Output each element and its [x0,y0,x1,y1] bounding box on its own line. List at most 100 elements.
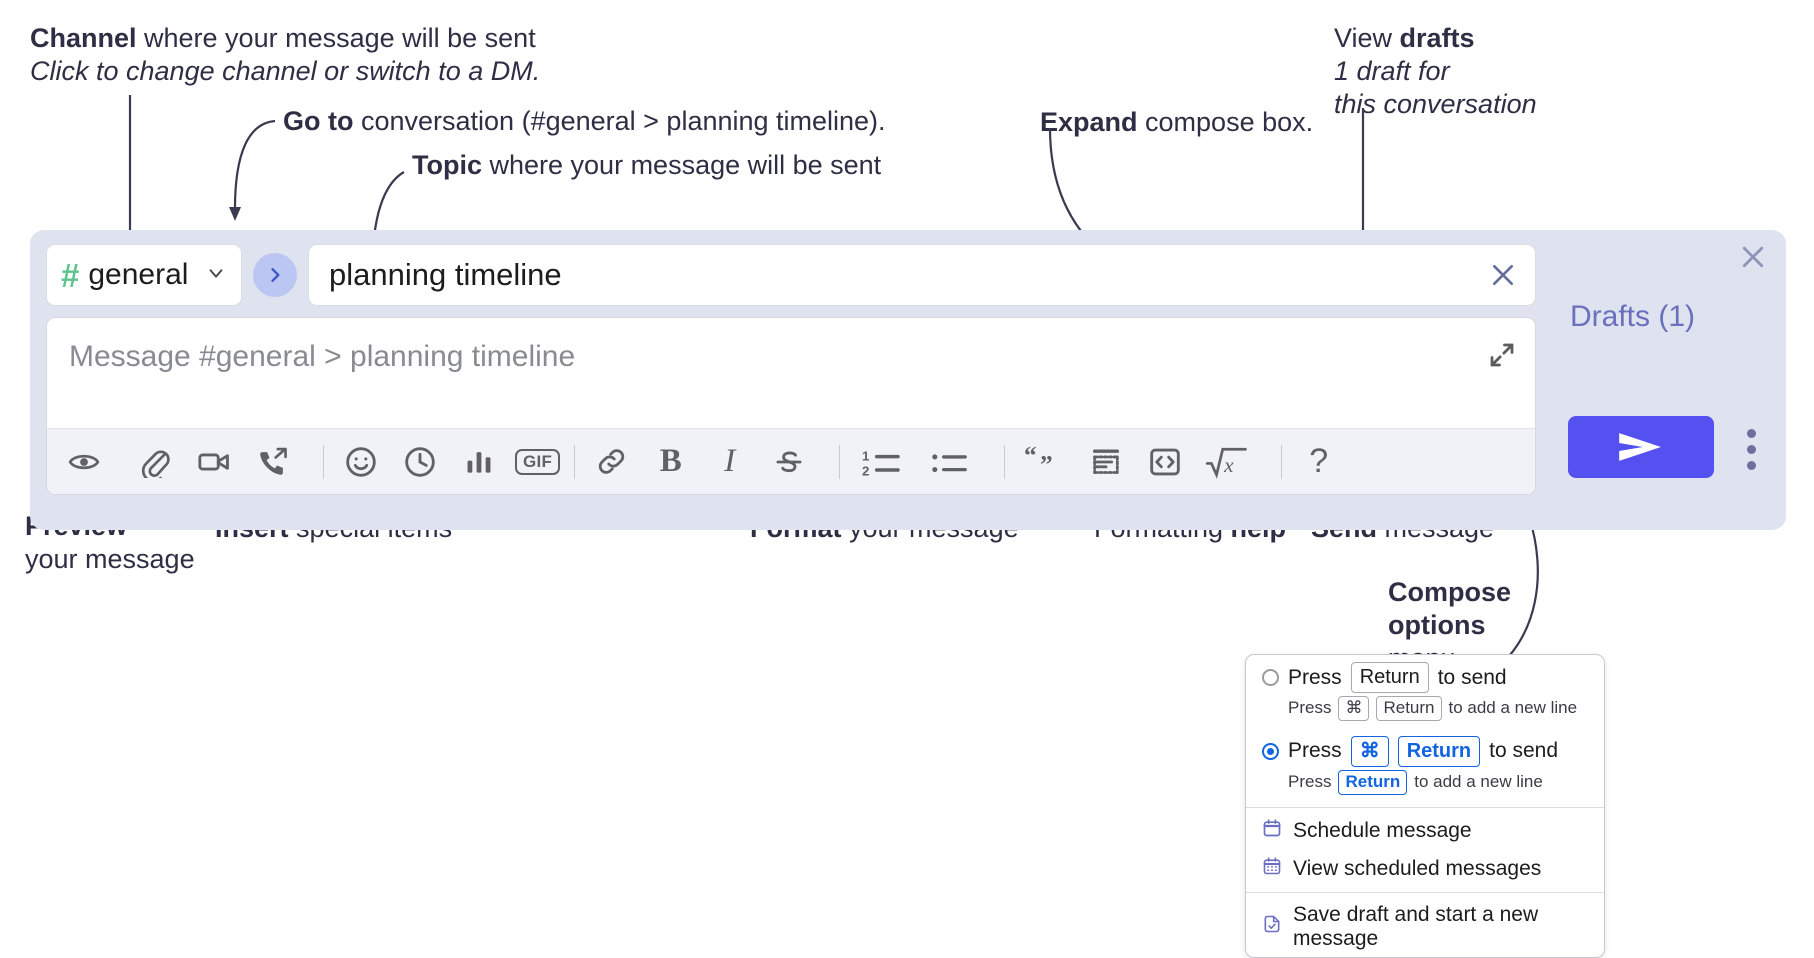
compose-options-menu: Press Return to send Press ⌘ Return to a… [1245,654,1605,958]
annotation-expand-rest: compose box. [1137,107,1314,137]
eye-icon[interactable] [61,439,106,484]
annotation-preview-rest: your message [25,543,195,574]
option2-sub-suffix: to add a new line [1414,772,1543,792]
option1-sub-suffix: to add a new line [1448,698,1578,718]
bulleted-list-icon[interactable] [924,439,976,484]
calendar-schedule-icon [1262,818,1282,844]
toolbar-divider-4 [1004,444,1006,479]
option2-sub-prefix: Press [1288,772,1332,792]
compose-options-menu-button[interactable] [1734,426,1768,472]
annotation-drafts-plain: View [1334,23,1400,53]
clock-icon[interactable] [397,439,442,484]
menu-divider-2 [1246,891,1604,893]
annotation-channel-bold: Channel [30,23,137,53]
toolbar-divider-3 [839,444,841,479]
paperclip-icon[interactable] [132,439,177,484]
annotation-channel-rest: where your message will be sent [136,23,536,53]
bold-icon[interactable]: B [648,439,693,484]
svg-text:1: 1 [862,448,870,463]
annotation-drafts-bold: drafts [1399,23,1475,53]
topic-input[interactable]: planning timeline [308,244,1536,306]
menu-divider-1 [1246,806,1604,808]
annotation-compose-bold2: options [1388,609,1486,640]
option1-sub-prefix: Press [1288,698,1332,718]
help-label: ? [1309,442,1329,480]
gif-icon[interactable]: GIF [515,439,561,484]
code-block-icon[interactable] [1083,439,1128,484]
annotation-goto: Go to conversation (#general > planning … [283,105,886,138]
menu-item-schedule-message[interactable]: Schedule message [1246,812,1604,850]
chevron-down-icon [205,262,227,289]
message-input-box[interactable]: Message #general > planning timeline [46,317,1536,495]
toolbar-divider-2 [574,444,576,479]
send-option-return[interactable]: Press Return to send Press ⌘ Return to a… [1246,655,1604,729]
annotation-topic-bold: Topic [412,150,482,180]
close-composer-icon[interactable] [1738,242,1768,277]
option2-key-cmd: ⌘ [1350,735,1389,767]
menu-item-save-draft[interactable]: Save draft and start a new message [1246,897,1604,957]
strikethrough-icon[interactable] [766,439,811,484]
option2-sub-key-return: Return [1338,769,1408,795]
annotation-compose-bold1: Compose [1388,577,1512,607]
topic-value: planning timeline [329,257,562,292]
math-icon[interactable]: x [1201,439,1253,484]
annotation-topic-rest: where your message will be sent [482,150,882,180]
kebab-dot-3 [1746,460,1756,470]
expand-compose-icon[interactable] [1487,340,1517,375]
hash-icon: # [61,256,80,294]
code-icon[interactable] [1142,439,1187,484]
composer-header-row: # general planning timeline [46,244,1536,306]
svg-text:2: 2 [862,463,869,478]
formatting-toolbar: GIF B I 1 [47,428,1535,494]
emoji-icon[interactable] [338,439,383,484]
radio-return[interactable] [1262,669,1279,686]
italic-label: I [724,443,736,479]
bold-label: B [659,443,682,479]
option1-sub-key-return: Return [1376,696,1442,721]
call-huddle-icon[interactable] [250,439,295,484]
annotation-expand-bold: Expand [1040,107,1138,137]
channel-selector-button[interactable]: # general [46,244,242,306]
option2-suffix: to send [1489,739,1559,763]
video-camera-icon[interactable] [191,439,236,484]
option1-key-return: Return [1350,662,1429,693]
kebab-dot-2 [1746,444,1756,454]
gif-label: GIF [515,448,561,475]
save-draft-icon [1262,914,1282,940]
send-button[interactable] [1568,416,1714,478]
menu-item-schedule-label: Schedule message [1293,818,1472,842]
option1-sub-key-cmd: ⌘ [1338,696,1370,721]
drafts-link[interactable]: Drafts (1) [1570,300,1696,333]
calendar-grid-icon [1262,856,1282,882]
menu-item-view-scheduled-label: View scheduled messages [1293,856,1542,880]
clear-topic-icon[interactable] [1487,259,1519,291]
option1-prefix: Press [1288,665,1342,689]
italic-icon[interactable]: I [707,439,752,484]
message-placeholder: Message #general > planning timeline [69,340,576,373]
kebab-dot-1 [1746,428,1756,438]
annotation-goto-bold: Go to [283,106,354,136]
composer-actions: Drafts (1) [1558,244,1788,516]
radio-cmd-return[interactable] [1262,742,1279,760]
goto-conversation-button[interactable] [253,253,297,297]
annotation-topic: Topic where your message will be sent [412,149,881,182]
option2-prefix: Press [1288,739,1342,763]
menu-item-view-scheduled[interactable]: View scheduled messages [1246,850,1604,888]
option2-key-return: Return [1397,735,1481,767]
toolbar-divider [323,444,324,479]
composer-panel: # general planning timeline Message #gen… [30,230,1786,530]
ordered-list-icon[interactable]: 1 2 [854,439,910,484]
annotation-channel: Channel where your message will be sent … [30,22,540,88]
svg-text:x: x [1223,452,1234,476]
help-question-icon[interactable]: ? [1296,439,1341,484]
link-icon[interactable] [589,439,634,484]
svg-text:“: “ [1024,445,1037,469]
annotation-goto-rest: conversation (#general > planning timeli… [353,106,886,136]
send-option-cmd-return[interactable]: Press ⌘ Return to send Press Return to a… [1246,729,1604,803]
option1-suffix: to send [1437,665,1507,689]
channel-name-label: general [88,258,189,291]
toolbar-divider-5 [1281,444,1283,479]
blockquote-icon[interactable]: “ ” [1019,439,1069,484]
poll-bar-chart-icon[interactable] [456,439,501,484]
annotation-drafts-italic2: this conversation [1334,88,1537,119]
